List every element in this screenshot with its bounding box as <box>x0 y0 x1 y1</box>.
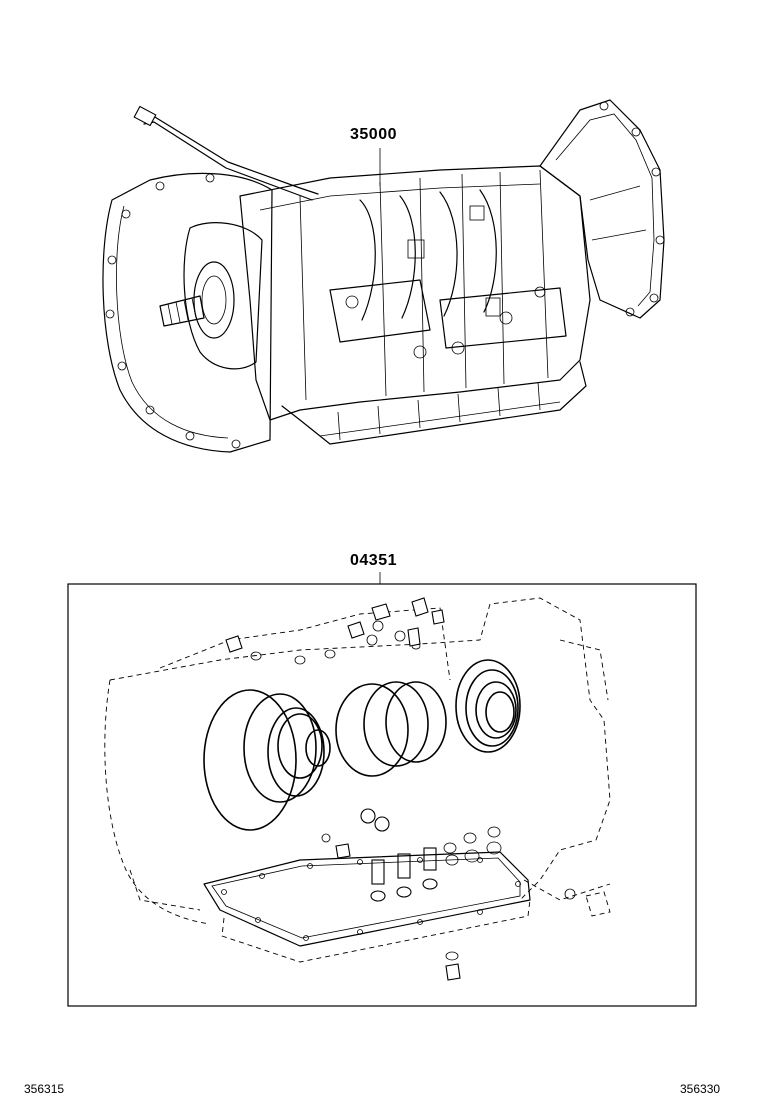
oil-pan-gasket[interactable] <box>203 851 531 947</box>
transmission-assembly-drawing[interactable] <box>102 99 665 453</box>
fittings-group[interactable] <box>370 847 438 902</box>
phantom-oil-pan <box>221 899 531 963</box>
illustration-ref-left: 356315 <box>24 1082 65 1096</box>
small-o-rings-top[interactable] <box>250 620 421 665</box>
seal-rings-group-1[interactable] <box>203 689 331 831</box>
drain-plug[interactable] <box>445 951 461 981</box>
kit-frame <box>67 583 697 1007</box>
bushings-middle[interactable] <box>321 808 390 859</box>
piston-seal-group[interactable] <box>455 659 521 753</box>
seal-rings-group-2[interactable] <box>335 681 447 777</box>
plugs-top[interactable] <box>225 597 445 653</box>
part-number-04351[interactable]: 04351 <box>350 552 397 569</box>
extension-rear-seal[interactable] <box>564 888 611 917</box>
part-number-35000[interactable]: 35000 <box>350 126 397 143</box>
phantom-transmission-outline <box>104 597 611 925</box>
illustration-ref-right: 356330 <box>680 1082 721 1096</box>
